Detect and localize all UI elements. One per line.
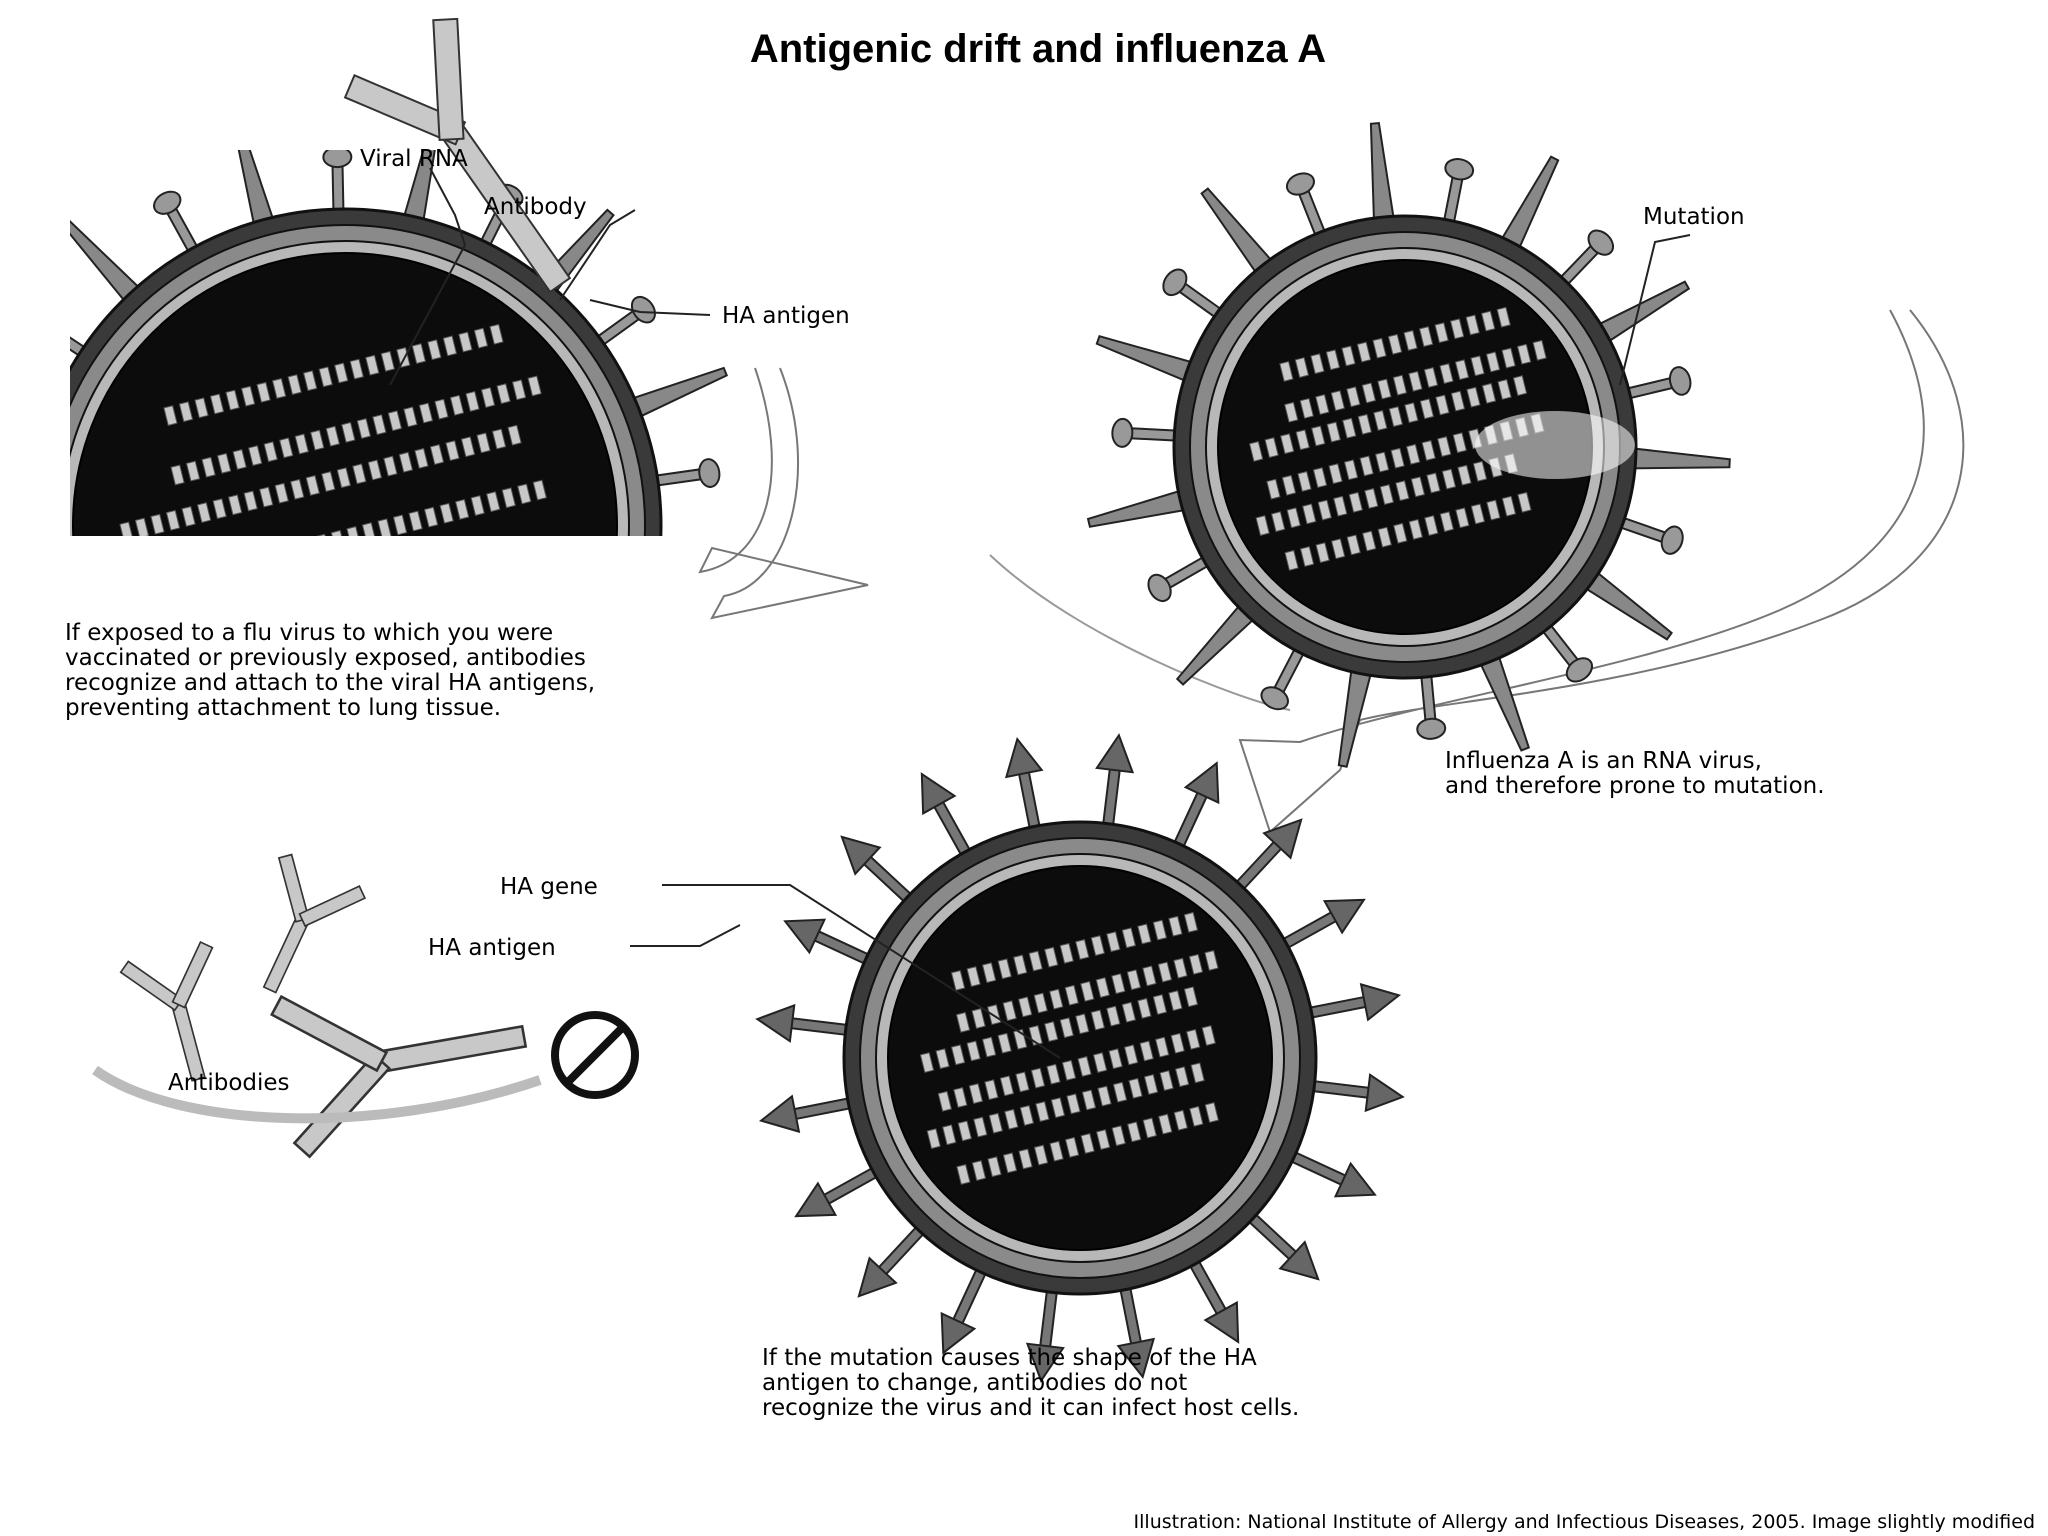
caption-line: and therefore prone to mutation. — [1445, 773, 1825, 799]
caption-right: Influenza A is an RNA virus, and therefo… — [1445, 748, 1825, 799]
caption-line: recognize the virus and it can infect ho… — [762, 1395, 1299, 1421]
caption-line: preventing attachment to lung tissue. — [65, 695, 501, 721]
virus-mutating — [1086, 121, 1731, 768]
ha-spike — [1095, 733, 1135, 830]
ha-spike — [90, 754, 154, 822]
ha-spike — [1004, 736, 1044, 833]
free-antibodies — [92, 853, 542, 1159]
ha-spike — [1369, 121, 1396, 223]
mutation-highlight — [1475, 411, 1635, 479]
ha-spike — [1095, 334, 1196, 384]
ha-spike — [1147, 554, 1212, 603]
rna-segment — [956, 1102, 1219, 1185]
rna-segment — [937, 1025, 1216, 1112]
ha-spike — [546, 745, 611, 812]
antibody-shape — [343, 17, 572, 294]
ha-spike — [1200, 187, 1275, 276]
ha-spike — [783, 918, 873, 967]
ha-spike — [0, 473, 36, 507]
caption-line: Influenza A is an RNA virus, — [1445, 748, 1762, 774]
ha-spike — [1111, 417, 1180, 448]
ha-spike — [1442, 158, 1475, 227]
rna-segment — [1248, 375, 1528, 462]
ha-spike — [322, 150, 353, 215]
virus-antibody-bound — [0, 150, 729, 935]
caption-left: If exposed to a flu virus to which you w… — [65, 620, 595, 721]
antibody-shape — [262, 853, 367, 994]
diagram-title: Antigenic drift and influenza A — [750, 27, 1326, 71]
label-ha-antigen: HA antigen — [722, 303, 850, 329]
ha-spike — [1232, 818, 1303, 893]
ha-spike — [758, 1094, 855, 1134]
rna-segment — [950, 911, 1199, 991]
rna-segment — [315, 479, 547, 536]
label-ha-antigen: HA antigen — [428, 935, 556, 961]
ha-spike — [600, 689, 693, 760]
caption-line: antigen to change, antibodies do not — [762, 1370, 1187, 1396]
image-credit: Illustration: National Institute of Alle… — [1134, 1511, 2035, 1533]
label-ha-gene: HA gene — [500, 874, 598, 900]
ha-spike — [1162, 268, 1225, 321]
ha-spike — [0, 559, 38, 593]
ha-spike — [412, 823, 456, 894]
ha-spike — [1086, 488, 1188, 528]
rna-segment — [170, 375, 542, 486]
ha-spike — [233, 150, 275, 228]
rna-segment — [955, 949, 1219, 1033]
rna-segment — [119, 424, 522, 536]
ha-spike — [1478, 652, 1531, 752]
ha-spike — [342, 837, 364, 935]
virus-mutated — [755, 733, 1405, 1383]
ha-spike — [1557, 229, 1615, 288]
rna-segment — [919, 986, 1199, 1073]
ha-spike — [1499, 155, 1560, 252]
caption-line: If exposed to a flu virus to which you w… — [65, 620, 553, 646]
ha-spike — [652, 458, 721, 488]
ha-spike — [1245, 1210, 1320, 1281]
ha-spike — [0, 629, 61, 680]
ha-spike — [1285, 172, 1328, 240]
caption-line: If the mutation causes the shape of the … — [762, 1345, 1257, 1371]
caption-bottom: If the mutation causes the shape of the … — [762, 1345, 1299, 1421]
caption-line: recognize and attach to the viral HA ant… — [65, 670, 595, 696]
label-antibodies: Antibodies — [168, 1070, 290, 1096]
rna-segment — [163, 323, 504, 426]
ha-spike — [1305, 982, 1402, 1022]
ha-spike — [0, 378, 54, 430]
rna-segment — [1284, 339, 1547, 423]
rna-segment — [1279, 306, 1511, 382]
antibody-shape — [270, 994, 528, 1159]
ha-spike — [755, 1003, 852, 1043]
ha-spike — [1025, 1286, 1065, 1383]
ha-spike — [1308, 1073, 1405, 1113]
ha-spike — [634, 616, 706, 664]
ha-spike — [1623, 366, 1692, 401]
ha-spike — [153, 190, 201, 256]
label-mutation: Mutation — [1643, 204, 1745, 230]
ha-spike — [1582, 569, 1673, 641]
rna-segment — [1284, 491, 1532, 571]
ha-spike — [629, 366, 729, 419]
rna-segment — [926, 1062, 1205, 1150]
ha-spike — [1630, 447, 1731, 470]
flow-arrow-1 — [698, 367, 869, 620]
antibody-shape — [119, 940, 214, 1082]
ha-spike — [1175, 602, 1257, 686]
blocked-icon — [551, 1011, 639, 1099]
ha-spike — [70, 219, 143, 305]
ha-spike — [153, 800, 215, 897]
label-viral-rna: Viral RNA — [360, 146, 468, 172]
caption-line: vaccinated or previously exposed, antibo… — [65, 645, 586, 671]
ha-spike — [1278, 898, 1366, 951]
label-antibody: Antibody — [484, 194, 587, 220]
leader-lines — [389, 167, 1691, 1059]
ha-spike — [1616, 515, 1684, 555]
ha-spike — [857, 1223, 928, 1298]
